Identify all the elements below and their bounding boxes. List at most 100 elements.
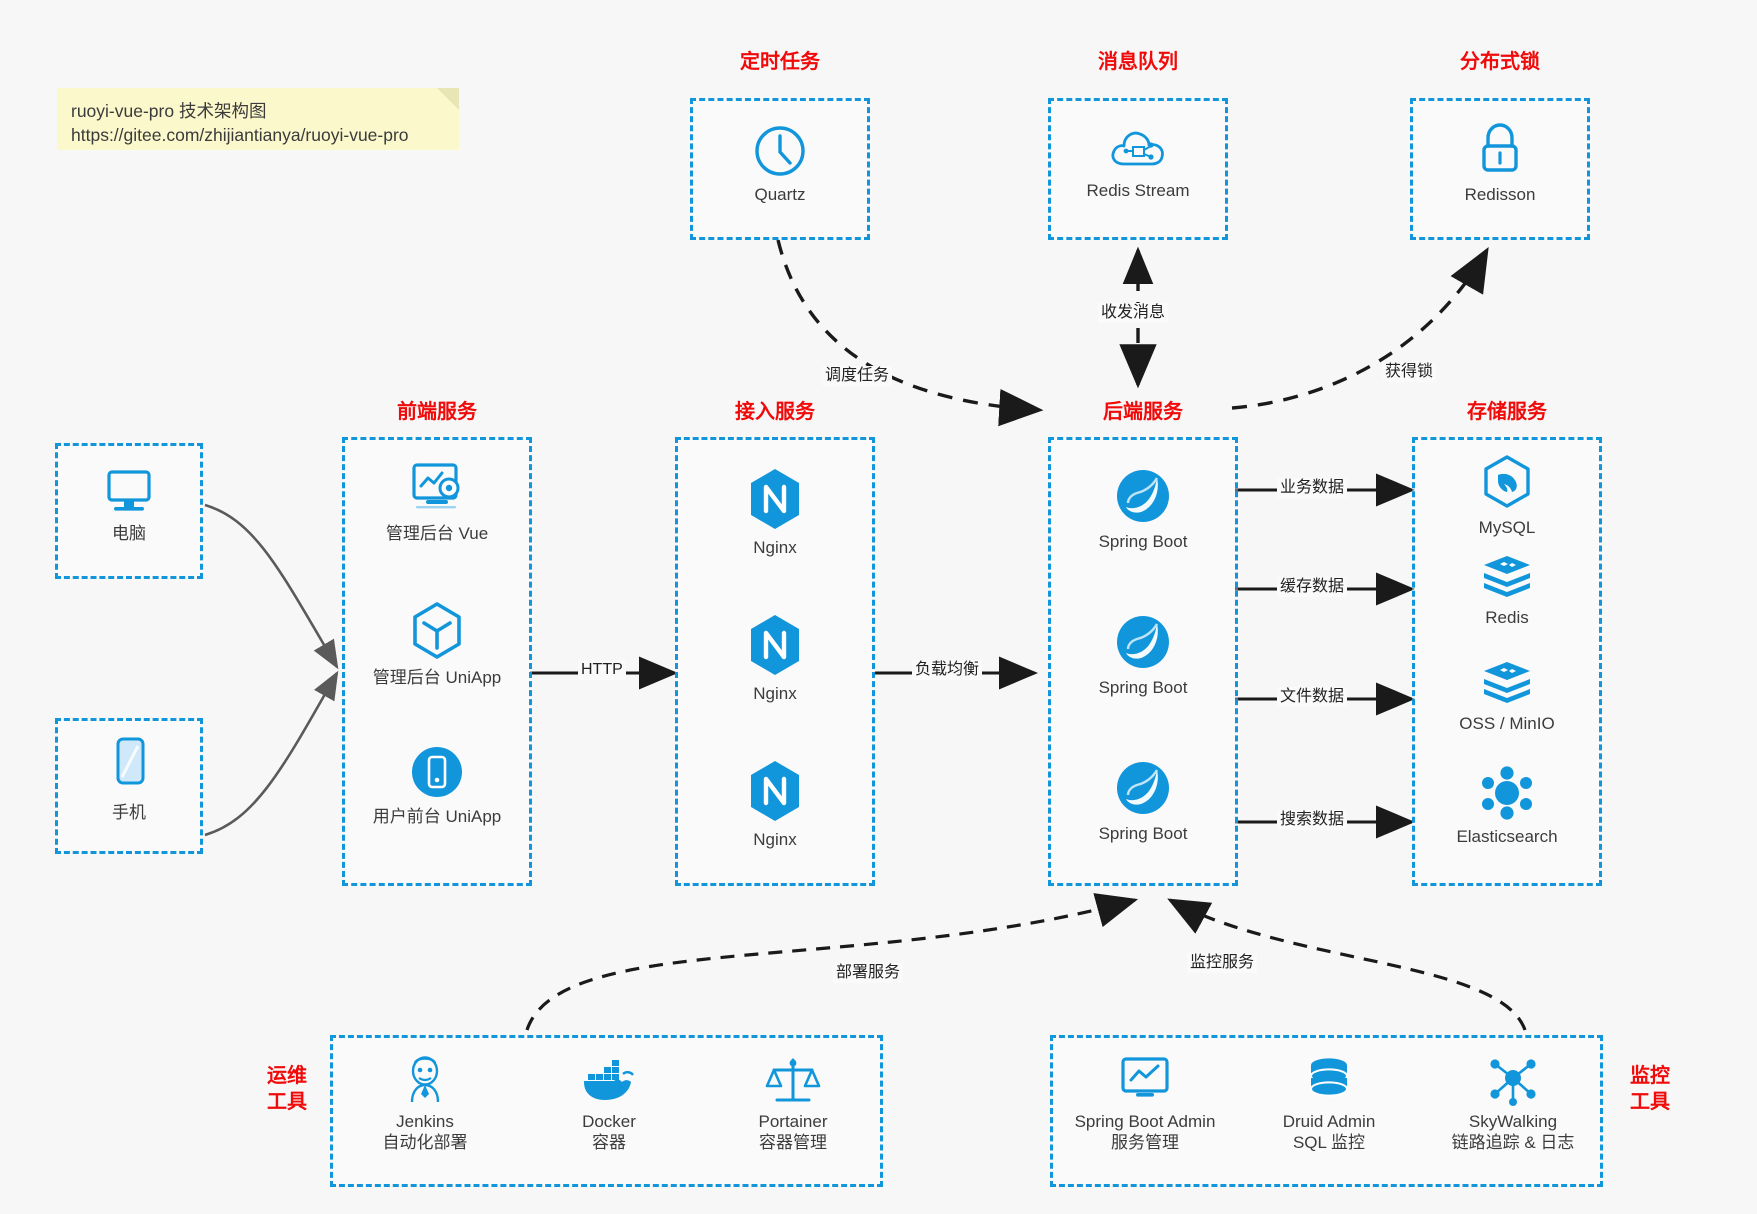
group-box-client-mobile: 手机 — [55, 718, 203, 854]
node-user-uniapp[interactable]: 用户前台 UniApp — [345, 743, 529, 827]
edge-label-business-data: 业务数据 — [1277, 478, 1348, 498]
edge-label-cache-data: 缓存数据 — [1277, 577, 1348, 597]
node-druid-admin[interactable]: Druid Admin SQL 监控 — [1237, 1054, 1421, 1153]
oss-stack-icon — [1484, 662, 1530, 703]
group-label-distributed-lock: 分布式锁 — [1460, 51, 1540, 73]
node-label: Portainer — [758, 1112, 828, 1131]
edge-label-acquire-lock: 获得锁 — [1382, 362, 1437, 382]
node-label: 管理后台 Vue — [385, 524, 489, 543]
node-label: Druid Admin — [1282, 1112, 1376, 1131]
node-nginx-3[interactable]: Nginx — [678, 758, 872, 850]
monitoring-label-line1: 监控 — [1630, 1065, 1670, 1087]
node-label: 用户前台 UniApp — [372, 807, 502, 826]
hexagon-cube-icon — [413, 602, 461, 659]
node-label: Redisson — [1464, 185, 1536, 204]
node-label: Docker — [582, 1112, 636, 1131]
node-desc: 链路追踪 & 日志 — [1451, 1133, 1575, 1152]
group-label-scheduled-task: 定时任务 — [740, 51, 820, 73]
node-desc: 容器 — [592, 1133, 626, 1152]
nginx-icon — [751, 615, 799, 675]
group-box-client-desktop: 电脑 — [55, 443, 203, 579]
node-nginx-1[interactable]: Nginx — [678, 466, 872, 558]
node-redisson[interactable]: Redisson — [1413, 121, 1587, 205]
group-box-gateway: Nginx Nginx Nginx — [675, 437, 875, 886]
node-label: Nginx — [753, 684, 797, 703]
node-label: 电脑 — [112, 524, 146, 543]
node-nginx-2[interactable]: Nginx — [678, 612, 872, 704]
node-portainer[interactable]: Portainer 容器管理 — [701, 1054, 885, 1153]
node-quartz[interactable]: Quartz — [693, 123, 867, 205]
docker-whale-icon — [584, 1060, 634, 1100]
edge-label-schedule-task: 调度任务 — [822, 366, 893, 386]
node-label: Redis — [1485, 608, 1529, 627]
node-label: Nginx — [753, 830, 797, 849]
diagram-note: ruoyi-vue-pro 技术架构图 https://gitee.com/zh… — [57, 88, 459, 150]
edge-label-http: HTTP — [578, 660, 626, 680]
redis-stack-icon — [1484, 556, 1530, 597]
node-oss-minio[interactable]: OSS / MinIO — [1415, 658, 1599, 734]
spring-leaf-icon — [1117, 470, 1169, 522]
spring-leaf-icon — [1117, 762, 1169, 814]
note-fold-corner — [437, 88, 459, 110]
node-elasticsearch[interactable]: Elasticsearch — [1415, 765, 1599, 847]
node-label: Spring Boot Admin — [1074, 1112, 1216, 1131]
node-label: Elasticsearch — [1456, 827, 1558, 846]
monitor-chart-icon — [1121, 1057, 1169, 1097]
mobile-app-icon — [412, 747, 462, 797]
group-box-monitoring: Spring Boot Admin 服务管理 Druid Admin SQL 监… — [1050, 1035, 1603, 1187]
edge-label-search-data: 搜索数据 — [1277, 810, 1348, 830]
node-spring-boot-admin[interactable]: Spring Boot Admin 服务管理 — [1053, 1054, 1237, 1153]
node-admin-uniapp[interactable]: 管理后台 UniApp — [345, 600, 529, 688]
spring-leaf-icon — [1117, 616, 1169, 668]
node-label: Spring Boot — [1098, 678, 1188, 697]
note-title: ruoyi-vue-pro 技术架构图 — [71, 101, 267, 121]
node-mysql[interactable]: MySQL — [1415, 454, 1599, 538]
node-jenkins[interactable]: Jenkins 自动化部署 — [333, 1054, 517, 1153]
node-admin-vue[interactable]: 管理后台 Vue — [345, 460, 529, 544]
edge-label-send-receive-message: 收发消息 — [1098, 303, 1169, 323]
dashboard-gear-icon — [412, 463, 460, 509]
edge-label-monitor-service: 监控服务 — [1187, 953, 1258, 973]
node-label: 手机 — [112, 803, 146, 822]
elasticsearch-icon — [1482, 766, 1532, 820]
node-mobile[interactable]: 手机 — [58, 735, 200, 823]
edge-label-deploy-service: 部署服务 — [833, 963, 904, 983]
group-label-devops: 运维 工具 — [252, 1063, 322, 1115]
node-label: Quartz — [754, 185, 806, 204]
node-desc: 服务管理 — [1111, 1133, 1179, 1152]
jenkins-butler-icon — [410, 1056, 440, 1103]
group-box-frontend: 管理后台 Vue 管理后台 UniApp 用户前台 UniApp — [342, 437, 532, 886]
group-box-distributed-lock: Redisson — [1410, 98, 1590, 240]
group-box-devops: Jenkins 自动化部署 Docker 容器 — [330, 1035, 883, 1187]
node-redis[interactable]: Redis — [1415, 552, 1599, 628]
devops-label-line1: 运维 — [267, 1065, 307, 1087]
node-redis-stream[interactable]: Redis Stream — [1051, 123, 1225, 201]
node-skywalking[interactable]: SkyWalking 链路追踪 & 日志 — [1421, 1054, 1605, 1153]
node-label: Spring Boot — [1098, 824, 1188, 843]
node-desc: 容器管理 — [759, 1133, 827, 1152]
portainer-scale-icon — [765, 1058, 821, 1102]
group-label-monitoring: 监控 工具 — [1615, 1063, 1685, 1115]
node-desktop[interactable]: 电脑 — [58, 466, 200, 544]
devops-label-line2: 工具 — [267, 1091, 307, 1113]
node-springboot-1[interactable]: Spring Boot — [1051, 466, 1235, 552]
group-label-backend: 后端服务 — [1103, 401, 1183, 423]
note-url: https://gitee.com/zhijiantianya/ruoyi-vu… — [71, 125, 409, 145]
skywalking-network-icon — [1490, 1059, 1536, 1106]
node-desc: 自动化部署 — [382, 1133, 468, 1152]
padlock-icon — [1482, 123, 1518, 172]
node-springboot-3[interactable]: Spring Boot — [1051, 758, 1235, 844]
node-label: Jenkins — [396, 1112, 454, 1131]
group-label-storage: 存储服务 — [1467, 401, 1547, 423]
nginx-icon — [751, 469, 799, 529]
desktop-monitor-icon — [107, 470, 151, 511]
node-springboot-2[interactable]: Spring Boot — [1051, 612, 1235, 698]
monitoring-label-line2: 工具 — [1630, 1091, 1670, 1113]
node-label: Nginx — [753, 538, 797, 557]
node-label: Spring Boot — [1098, 532, 1188, 551]
database-cylinder-icon — [1310, 1058, 1348, 1097]
node-docker[interactable]: Docker 容器 — [517, 1054, 701, 1153]
node-label: SkyWalking — [1468, 1112, 1558, 1131]
node-label: OSS / MinIO — [1459, 714, 1555, 733]
